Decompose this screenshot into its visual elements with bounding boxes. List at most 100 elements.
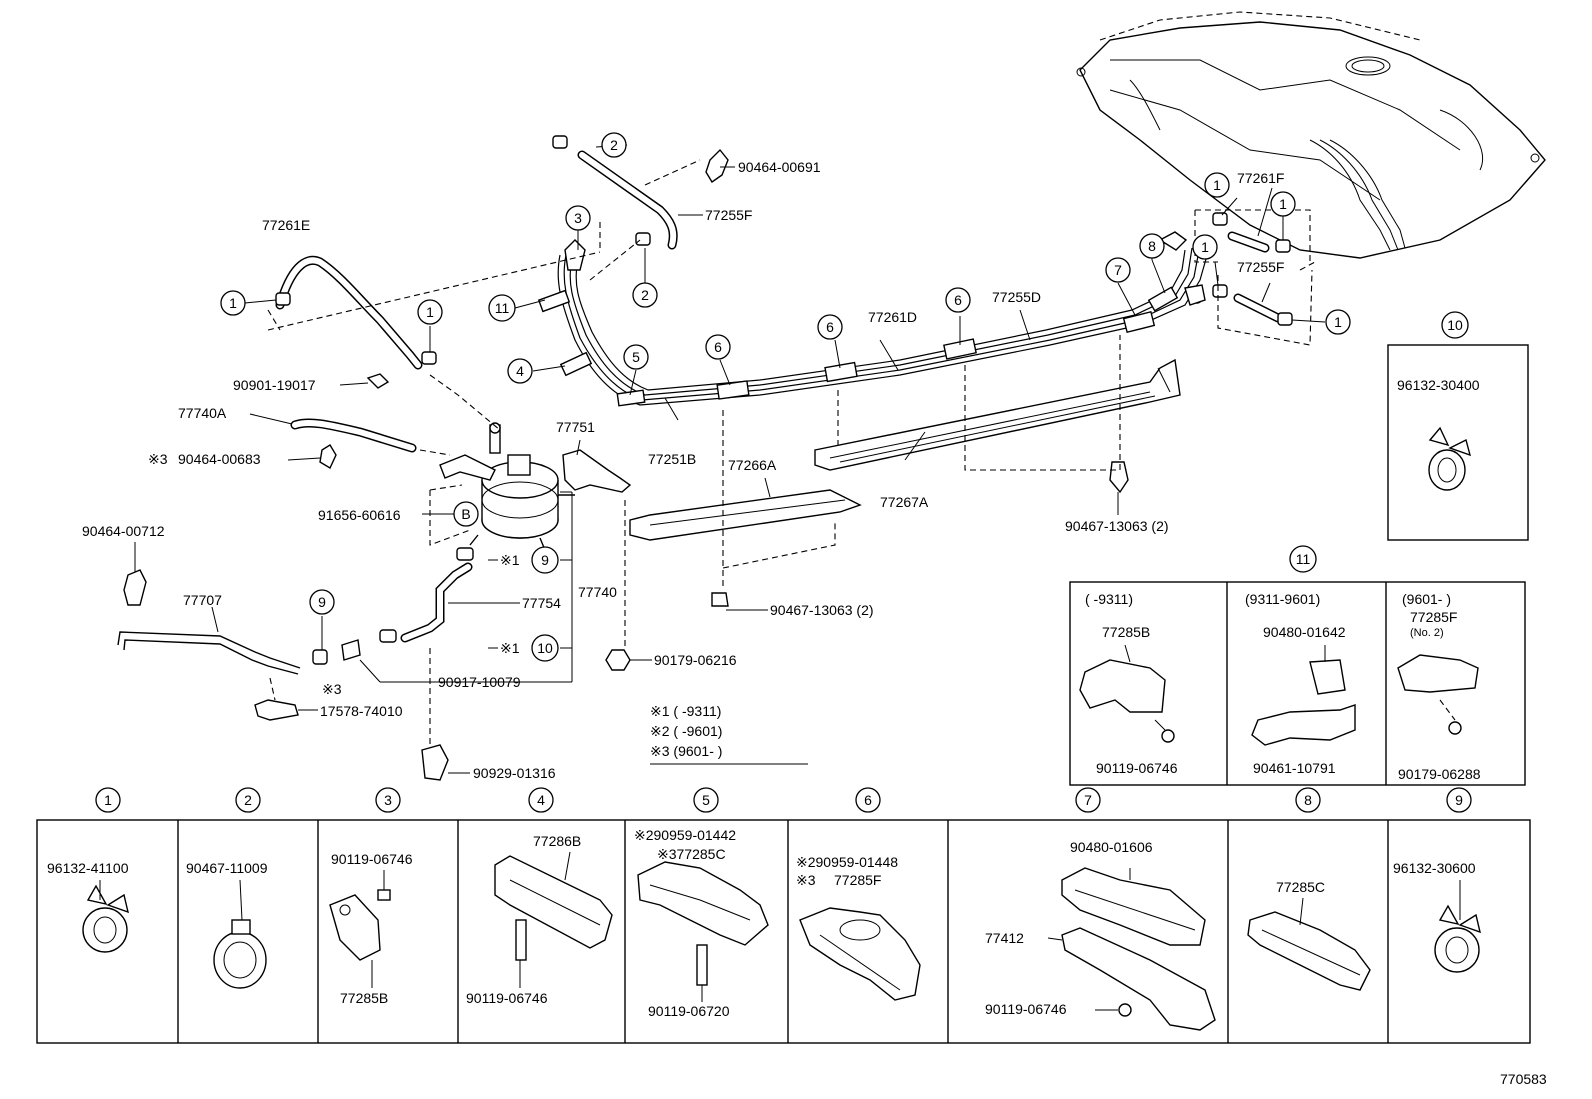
label-77751: 77751 (556, 419, 595, 435)
label-17578-74010: 17578-74010 (320, 703, 403, 719)
cell-8-part: 77285C (1276, 879, 1325, 895)
box-11-col1-part-a: 77285B (1102, 624, 1150, 640)
fuel-line-assembly (537, 244, 1211, 407)
box-11: 11 ( -9311) 77285B 90119-06746 (9311-960… (1069, 545, 1526, 786)
cell-4-part-a: 77286B (533, 833, 581, 849)
table-header-9: 9 (1446, 787, 1472, 813)
svg-text:7: 7 (1114, 262, 1122, 278)
label-90464-00712: 90464-00712 (82, 523, 165, 539)
box-10-part: 96132-30400 (1397, 377, 1480, 393)
hoses (117, 150, 1283, 675)
label-mark3: ※3 (322, 681, 342, 697)
svg-text:7: 7 (1084, 792, 1092, 808)
label-90901-19017: 90901-19017 (233, 377, 316, 393)
charcoal-canister (439, 422, 575, 551)
part-labels: 77261E 90901-19017 77740A ※3 90464-00683… (82, 159, 1284, 781)
cell-2-part: 90467-11009 (186, 860, 268, 876)
cell-6-part-c: 77285F (834, 872, 881, 888)
box-11-col3-part-a: 77285F (1410, 609, 1457, 625)
svg-text:8: 8 (1304, 792, 1312, 808)
label-77255F-top: 77255F (705, 207, 752, 223)
svg-text:※1: ※1 (500, 552, 520, 568)
svg-text:2: 2 (244, 792, 252, 808)
label-77740A: 77740A (178, 405, 227, 421)
label-77266A: 77266A (728, 457, 777, 473)
label-77261E: 77261E (262, 217, 310, 233)
note-mark1: ※1 ( -9311) (650, 703, 721, 719)
cell-7-part-a: 90480-01606 (1070, 839, 1153, 855)
label-77261D: 77261D (868, 309, 917, 325)
cell-5-part-a: ※290959-01442 (634, 827, 736, 843)
box-11-number: 11 (1296, 551, 1311, 567)
svg-text:11: 11 (495, 300, 510, 316)
table-header-1: 1 (95, 787, 121, 813)
label-77754: 77754 (522, 595, 561, 611)
note-mark2: ※2 ( -9601) (650, 723, 722, 739)
svg-text:3: 3 (574, 210, 582, 226)
svg-text:6: 6 (714, 339, 722, 355)
diagram-id: 770583 (1500, 1071, 1547, 1087)
svg-text:※1: ※1 (500, 640, 520, 656)
table-header-4: 4 (528, 787, 554, 813)
bottom-parts-table: 1 2 3 4 5 6 7 8 9 96132-41100 90467-1100… (36, 787, 1531, 1044)
table-header-6: 6 (855, 787, 881, 813)
box-11-col1-range: ( -9311) (1085, 591, 1133, 607)
label-90467-13063-a: 90467-13063 (2) (770, 602, 874, 618)
svg-text:6: 6 (826, 319, 834, 335)
table-header-7: 7 (1075, 787, 1101, 813)
box-11-col2-part-a: 90480-01642 (1263, 624, 1346, 640)
cell-4-part-b: 90119-06746 (466, 990, 548, 1006)
svg-text:1: 1 (1279, 196, 1287, 212)
svg-text:10: 10 (537, 640, 553, 656)
note-mark3: ※3 (9601- ) (650, 743, 722, 759)
box-11-col3-note: (No. 2) (1410, 627, 1444, 639)
svg-text:1: 1 (1213, 177, 1221, 193)
box-11-col1-part-b: 90119-06746 (1096, 760, 1178, 776)
box-11-col3-range: (9601- ) (1402, 591, 1451, 607)
label-91656-60616: 91656-60616 (318, 507, 401, 523)
svg-text:9: 9 (318, 594, 326, 610)
svg-text:1: 1 (1334, 314, 1342, 330)
label-90464-00691: 90464-00691 (738, 159, 821, 175)
callout-circles: 1 1 2 2 3 11 4 5 6 6 6 7 8 1 1 1 1 B 9 ※… (220, 132, 1351, 662)
cell-9-part: 96132-30600 (1393, 860, 1476, 876)
label-77267A: 77267A (880, 494, 929, 510)
table-header-8: 8 (1295, 787, 1321, 813)
box-11-col2-part-b: 90461-10791 (1253, 760, 1336, 776)
label-90467-13063-b: 90467-13063 (2) (1065, 518, 1169, 534)
svg-text:B: B (461, 506, 470, 522)
small-clips (123, 135, 1293, 781)
cell-1-part: 96132-41100 (47, 860, 129, 876)
svg-text:1: 1 (104, 792, 112, 808)
svg-text:4: 4 (516, 363, 524, 379)
dashed-guides (267, 159, 1456, 745)
box-10-number: 10 (1447, 317, 1463, 333)
box-11-col3-part-b: 90179-06288 (1398, 766, 1481, 782)
svg-text:1: 1 (426, 304, 434, 320)
label-77255F-right: 77255F (1237, 259, 1284, 275)
cell-5-part-c: 90119-06720 (648, 1003, 730, 1019)
label-77740: 77740 (578, 584, 617, 600)
protector-plates (629, 358, 1181, 541)
svg-text:6: 6 (954, 292, 962, 308)
cell-3-part-a: 90119-06746 (331, 851, 413, 867)
cell-7-part-b: 77412 (985, 930, 1024, 946)
label-77261F: 77261F (1237, 170, 1284, 186)
svg-text:6: 6 (864, 792, 872, 808)
svg-text:5: 5 (632, 349, 640, 365)
fuel-tank (1076, 11, 1546, 259)
svg-text:8: 8 (1148, 238, 1156, 254)
cell-5-part-b: ※377285C (657, 846, 726, 862)
svg-text:9: 9 (1455, 792, 1463, 808)
leader-lines (134, 144, 1326, 774)
table-header-2: 2 (235, 787, 261, 813)
svg-text:1: 1 (1201, 239, 1209, 255)
svg-text:4: 4 (537, 792, 545, 808)
label-90917-10079: 90917-10079 (438, 674, 521, 690)
svg-text:1: 1 (229, 295, 237, 311)
cell-7-part-c: 90119-06746 (985, 1001, 1067, 1017)
svg-text:9: 9 (541, 552, 549, 568)
box-10: 10 96132-30400 (1387, 311, 1529, 541)
cell-6-part-b: ※3 (796, 872, 816, 888)
